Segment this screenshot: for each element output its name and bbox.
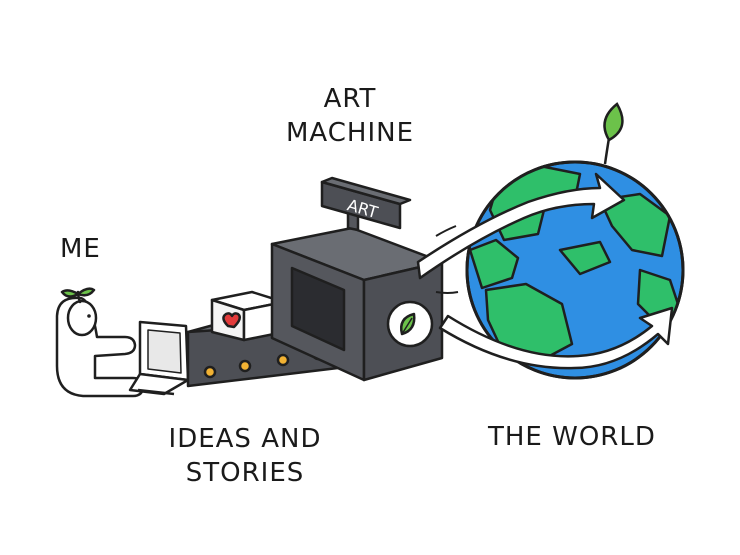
person-leaf-icon — [62, 290, 78, 296]
person-figure — [57, 289, 143, 396]
conveyor-light-2 — [240, 361, 250, 371]
art-sign: ART — [322, 178, 410, 230]
conveyor-light-1 — [205, 367, 215, 377]
conveyor-light-3 — [278, 355, 288, 365]
globe-leaf-icon — [605, 104, 623, 140]
laptop-icon — [130, 322, 188, 394]
heart-icon — [223, 313, 239, 327]
